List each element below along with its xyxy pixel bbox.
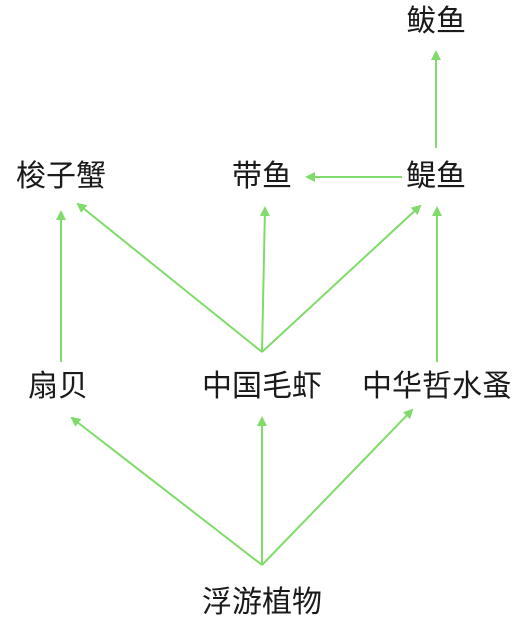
edges-layer [56,50,442,566]
node-tiyu: 鳀鱼 [406,159,466,194]
node-daiyu: 带鱼 [232,159,292,194]
arrow-fuyou-zhiwu-to-zhonghua-zheshuiyuan [261,408,414,566]
node-zhongguo-maoxia: 中国毛虾 [202,369,322,404]
node-fuyou-zhiwu: 浮游植物 [202,585,322,620]
node-shanbei: 扇贝 [28,369,88,404]
arrow-fuyou-zhiwu-to-shanbei [70,416,263,566]
arrow-zhongguo-maoxia-to-tiyu [261,204,422,353]
nodes-layer: 鲅鱼 梭子蟹 带鱼 鳀鱼 扇贝 中国毛虾 中华哲水蚤 浮游植物 [16,4,512,620]
node-suozixie: 梭子蟹 [16,159,106,194]
node-zhonghua-zheshuiyuan: 中华哲水蚤 [362,369,512,404]
node-jiaoyu: 鲅鱼 [406,4,466,39]
arrow-zhongguo-maoxia-to-daiyu [259,206,270,353]
arrow-zhongguo-maoxia-to-suozixie [76,202,263,353]
